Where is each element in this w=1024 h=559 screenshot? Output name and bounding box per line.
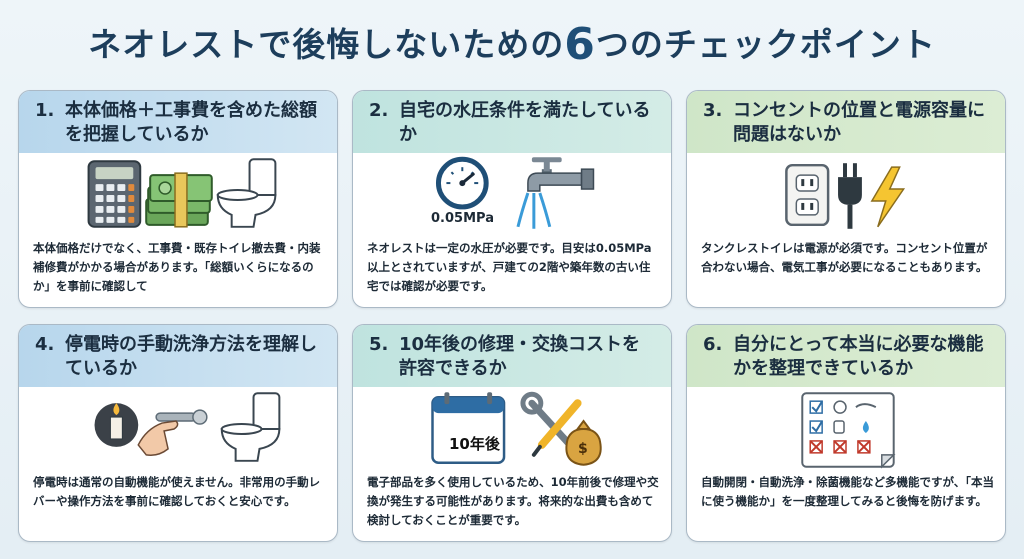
toilet-icon [216,158,277,228]
card-description: 停電時は通常の自動機能が使えません。非常用の手動レバーや操作方法を事前に確認して… [33,475,321,508]
plug-icon [838,163,862,229]
card-number: 4. [35,334,55,355]
card-number: 1. [35,100,55,121]
outlet-icon [785,163,830,227]
money-bag-icon [565,419,602,466]
checkpoint-card-6: 6. 自分にとって本当に必要な機能かを整理できているか 自動開閉・自動洗浄・除菌… [686,324,1006,542]
faucet-icon [516,157,595,229]
card-heading: 5. 10年後の修理・交換コストを許容できるか [353,325,671,387]
card-heading: 6. 自分にとって本当に必要な機能かを整理できているか [687,325,1005,387]
cash-icon [145,172,213,228]
checkpoint-card-1: 1. 本体価格＋工事費を含めた総額を把握しているか 本体価格だけでなく [18,90,338,308]
hand-lever-icon [137,409,208,456]
card-illustration [87,158,277,228]
card-heading: 3. コンセントの位置と電源容量に問題はないか [687,91,1005,153]
calendar-label: 10年後 [449,435,500,453]
card-heading: 2. 自宅の水圧条件を満たしているか [353,91,671,153]
checkpoint-card-3: 3. コンセントの位置と電源容量に問題はないか タンクレストイレは電源が必須です… [686,90,1006,308]
calendar-icon [431,392,506,465]
card-illustration [801,392,896,469]
card-illustration [435,156,595,229]
card-heading-text: 自宅の水圧条件を満たしているか [399,100,651,145]
card-description: 自動開閉・自動洗浄・除菌機能など多機能ですが、「本当に使う機能か」を一度整理して… [701,475,995,508]
card-number: 5. [369,334,389,355]
card-number: 3. [703,100,723,121]
card-heading: 1. 本体価格＋工事費を含めた総額を把握しているか [19,91,337,153]
card-heading-text: コンセントの位置と電源容量に問題はないか [733,100,985,145]
card-illustration [431,391,602,466]
pressure-label: 0.05MPa [431,211,494,226]
lightning-icon [870,166,906,228]
card-description: タンクレストイレは電源が必須です。コンセント位置が合わない場合、電気工事が必要に… [701,241,988,274]
page-title: ネオレストで後悔しないための6つのチェックポイント [0,18,1024,70]
card-number: 6. [703,334,723,355]
card-heading-text: 本体価格＋工事費を含めた総額を把握しているか [65,100,317,145]
checkpoint-card-2: 2. 自宅の水圧条件を満たしているか 0.05MPa ネオレストは一定の水圧が必… [352,90,672,308]
card-heading-text: 自分にとって本当に必要な機能かを整理できているか [733,334,984,379]
toilet-icon [220,392,281,462]
card-illustration [785,163,906,229]
money-bag-label: $ [578,441,588,457]
candle-icon [94,403,139,447]
calculator-icon [87,160,142,228]
pressure-gauge-icon [435,156,489,210]
card-description: ネオレストは一定の水圧が必要です。目安は0.05MPa以上とされていますが、戸建… [367,241,652,293]
title-number: 6 [564,19,596,70]
card-illustration [94,392,281,462]
card-heading: 4. 停電時の手動洗浄方法を理解しているか [19,325,337,387]
card-number: 2. [369,100,389,121]
checkpoint-card-4: 4. 停電時の手動洗浄方法を理解しているか 停電時は通常の自動機能が使えません。… [18,324,338,542]
checkpoint-card-5: 5. 10年後の修理・交換コストを許容できるか 10年後 $ 電子部品を多く使用… [352,324,672,542]
checklist-icon [801,392,896,469]
title-text-2: つのチェックポイント [595,25,936,64]
card-heading-text: 10年後の修理・交換コストを許容できるか [399,334,641,379]
card-description: 電子部品を多く使用しているため、10年前後で修理や交換が発生する可能性があります… [367,475,659,527]
title-text-1: ネオレストで後悔しないための [88,25,565,64]
card-heading-text: 停電時の手動洗浄方法を理解しているか [65,334,317,379]
card-description: 本体価格だけでなく、工事費・既存トイレ撤去費・内装補修費がかかる場合があります。… [33,241,321,293]
